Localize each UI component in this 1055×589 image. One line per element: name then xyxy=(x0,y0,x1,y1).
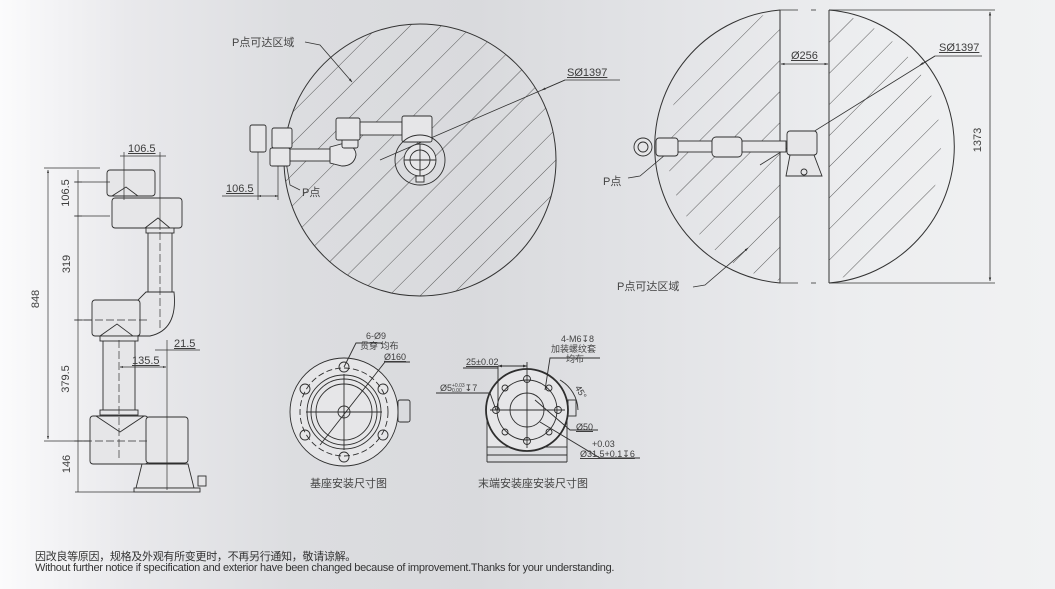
end-thread-spec: 4-M6↧8 xyxy=(561,334,595,344)
dim-top-vertical: 106.5 xyxy=(59,179,72,207)
notice-english: Without further notice if specification … xyxy=(35,562,615,574)
dim-top-horizontal: 106.5 xyxy=(128,143,156,155)
robot-top-view-right xyxy=(633,130,823,177)
pin-tol-lower: 0.00 xyxy=(452,387,462,394)
notice-chinese: 因改良等原因，规格及外观有所变更时，不再另行通知，敬请谅解。 xyxy=(35,551,356,563)
dim-total-height: 848 xyxy=(30,289,43,309)
dim-upper-arm: 319 xyxy=(61,254,74,274)
base-holes-note: 贯穿 均布 xyxy=(360,341,399,351)
dim-offset-21-5: 21.5 xyxy=(174,338,196,350)
end-thread-note: 加装螺纹套 xyxy=(551,344,597,354)
dim-base-height: 146 xyxy=(61,454,74,474)
end-bore-tol: +0.03 xyxy=(592,439,615,449)
robot-top-view-left xyxy=(249,115,446,186)
base-pcd: Ø160 xyxy=(384,352,407,362)
base-mount-drawing xyxy=(289,342,411,467)
end-hole-spacing: 25±0.02 xyxy=(466,357,499,367)
pin-depth: ↧7 xyxy=(464,383,478,393)
sphere-diameter-right: SØ1397 xyxy=(939,42,980,54)
robot-side-view xyxy=(89,169,207,493)
end-bore: Ø31.5+0.1↧6 xyxy=(580,449,635,459)
end-mount-drawing xyxy=(436,357,640,463)
base-mount-caption: 基座安装尺寸图 xyxy=(310,478,387,490)
end-thread-layout: 均布 xyxy=(566,354,585,364)
p-point-label-left: P点 xyxy=(302,187,321,199)
dim-offset-135-5: 135.5 xyxy=(132,355,160,367)
dim-offset-left xyxy=(222,152,279,200)
sphere-diameter-left: SØ1397 xyxy=(567,67,608,79)
side-view-dimensions xyxy=(44,152,200,493)
pin-hole-dia: Ø5 xyxy=(440,383,453,393)
p-point-label-right: P点 xyxy=(603,176,622,188)
base-holes-spec: 6-Ø9 xyxy=(366,331,387,341)
inner-cylinder-diameter: Ø256 xyxy=(791,50,818,62)
dim-offset-106-5-left: 106.5 xyxy=(226,183,254,195)
pin-tol-upper: +0.03 xyxy=(452,382,465,389)
height-dim-1373: 1373 xyxy=(972,127,985,153)
end-outer-dia: Ø50 xyxy=(576,422,594,432)
reach-area-label-right: P点可达区域 xyxy=(617,281,680,293)
reach-area-label-left: P点可达区域 xyxy=(232,37,295,49)
dim-forearm: 379.5 xyxy=(59,365,72,393)
end-mount-caption: 末端安装座安装尺寸图 xyxy=(478,478,588,490)
